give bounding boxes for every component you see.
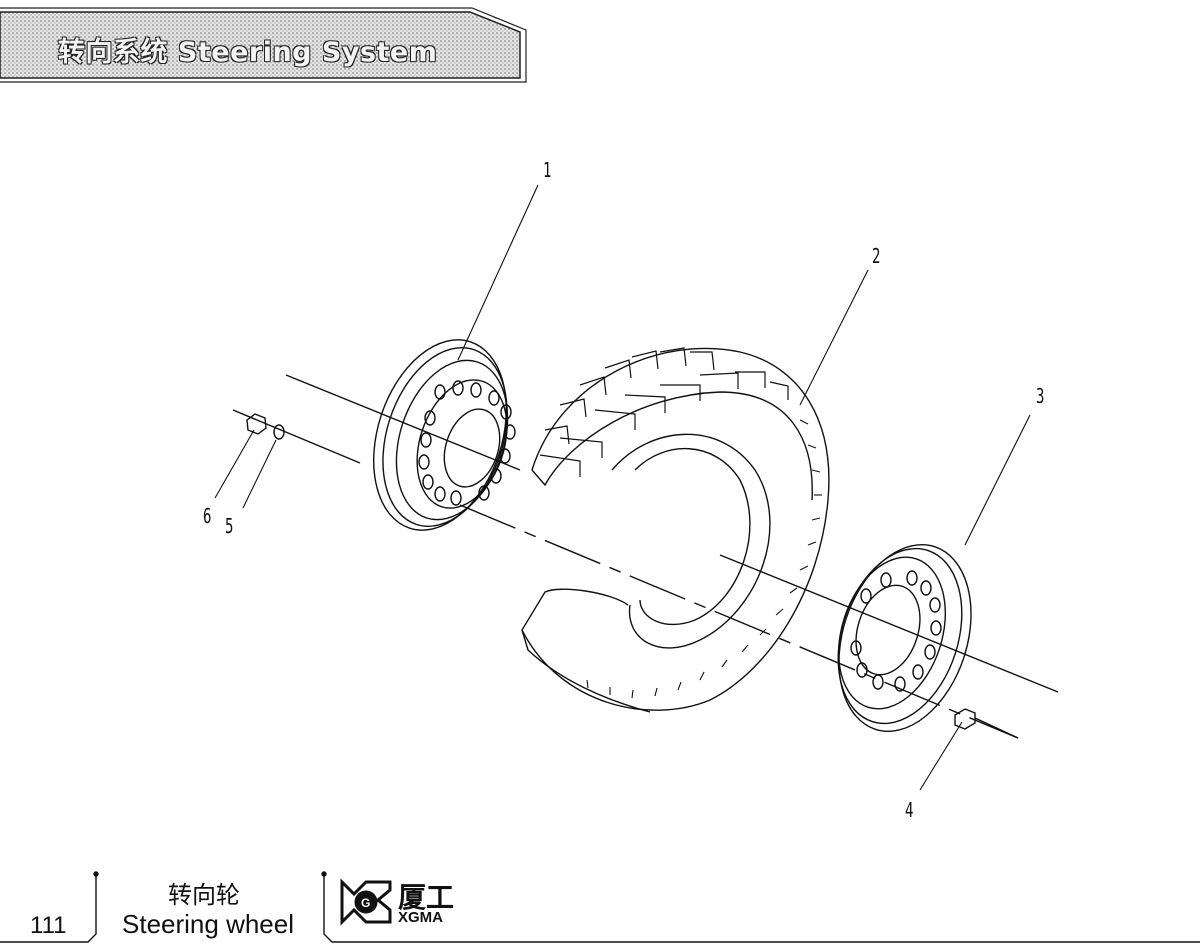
section-banner: 转向系统 Steering System [0, 0, 530, 86]
callout-3: 3 [1036, 384, 1045, 408]
nut-part-6 [246, 413, 267, 435]
leader-lines [214, 184, 1031, 791]
solid-tyre [521, 347, 830, 713]
callout-6: 6 [203, 504, 212, 528]
exploded-view-drawing: 1 2 3 4 5 6 [0, 90, 1200, 850]
footer-rules [0, 871, 1200, 943]
xgma-logo-icon: G [340, 878, 392, 926]
page-footer: 111 转向轮 Steering wheel G 厦工 XGMA [0, 860, 1200, 950]
banner-frame [0, 7, 527, 83]
axis-lines [232, 374, 1059, 739]
callout-1: 1 [543, 158, 552, 182]
bolt-part-4 [954, 708, 1019, 739]
caption-english: Steering wheel [122, 909, 294, 939]
brand-name-english: XGMA [398, 909, 443, 926]
rim-half-left [373, 339, 516, 531]
caption-chinese: 转向轮 [168, 881, 240, 909]
callout-2: 2 [872, 244, 881, 268]
callout-5: 5 [225, 514, 234, 538]
rim-half-right [837, 544, 972, 732]
callout-4: 4 [905, 798, 914, 822]
page-number: 111 [30, 912, 67, 939]
washer-part-5 [273, 424, 285, 440]
brand-name-chinese: 厦工 [398, 881, 455, 914]
svg-text:G: G [361, 896, 370, 910]
section-title: 转向系统 Steering System [58, 37, 438, 68]
